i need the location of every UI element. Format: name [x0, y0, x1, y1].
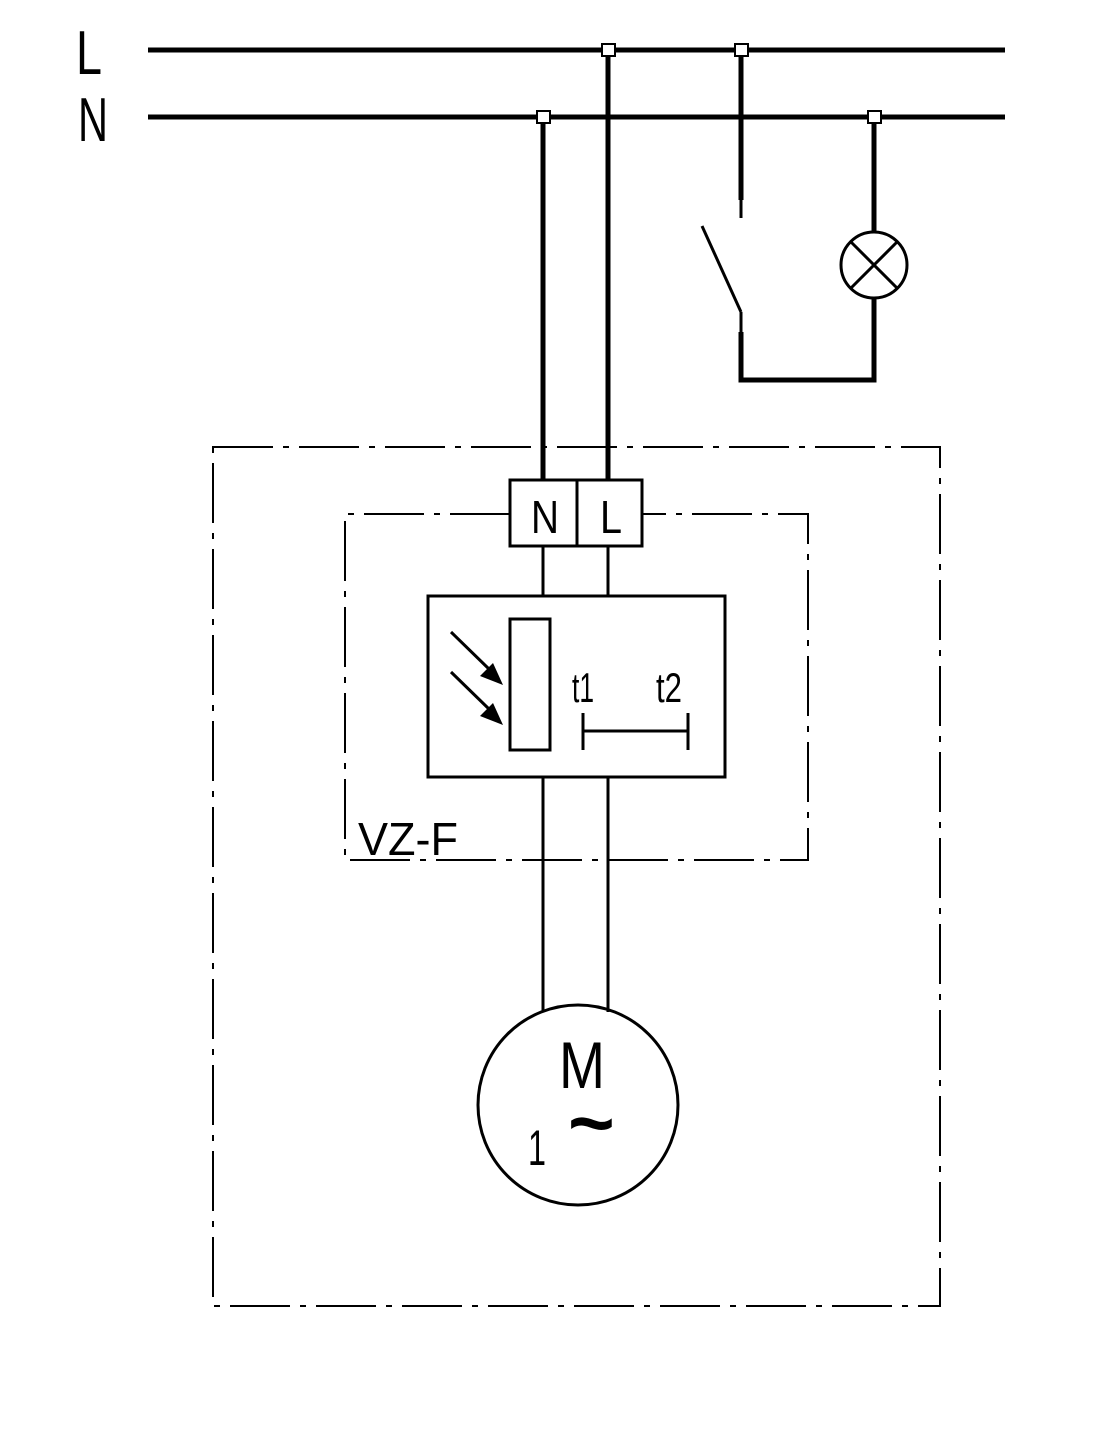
t2-label: t2: [656, 664, 682, 711]
terminal-block: [508, 478, 644, 548]
lamp-symbol: [839, 123, 909, 300]
time-interval-bracket: [581, 713, 690, 750]
motor-symbol: [476, 1003, 680, 1207]
terminal-n-label: N: [531, 491, 559, 543]
rail-label-l: L: [76, 19, 102, 88]
light-switch-symbol: [700, 56, 877, 383]
terminal-l-label: L: [600, 491, 622, 543]
photo-sensor-element: [508, 617, 552, 752]
ac-symbol: ~: [568, 1078, 615, 1167]
light-arrows-icon: [449, 630, 503, 725]
device-boundary: [344, 513, 809, 861]
fan-unit-boundary: [212, 446, 941, 1307]
t1-label: t1: [572, 664, 594, 711]
tap-connectors: [536, 43, 882, 124]
phase-count-label: 1: [528, 1120, 546, 1176]
rail-label-n: N: [78, 86, 108, 155]
device-label: VZ-F: [358, 813, 458, 865]
sensor-timer-module: [426, 594, 727, 779]
motor-label: M: [559, 1028, 605, 1102]
